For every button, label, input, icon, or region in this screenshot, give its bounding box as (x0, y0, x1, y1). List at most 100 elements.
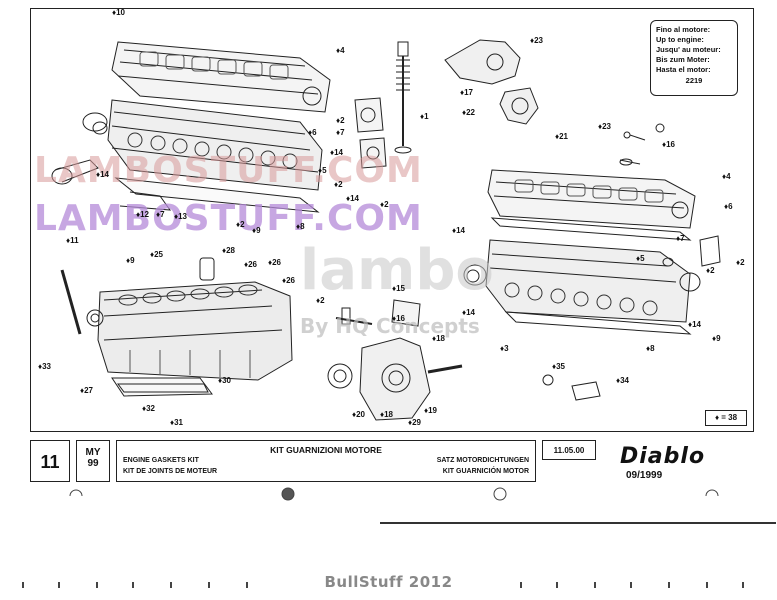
callout-27[interactable]: ♦27 (80, 386, 93, 395)
callout-2a[interactable]: ♦2 (336, 116, 345, 125)
callout-28[interactable]: ♦28 (222, 246, 235, 255)
engine-range-note: Fino al motore: Up to engine: Jusqu' au … (650, 20, 738, 96)
callout-5b[interactable]: ♦5 (636, 254, 645, 263)
callout-26c[interactable]: ♦26 (282, 276, 295, 285)
callout-18b[interactable]: ♦18 (380, 410, 393, 419)
page-number: 11 (30, 440, 70, 482)
engine-block (97, 281, 293, 381)
left-cylinder-head (107, 99, 323, 191)
callout-17[interactable]: ♦17 (460, 88, 473, 97)
model-year-box: MY 99 (76, 440, 110, 482)
callout-9b[interactable]: ♦9 (712, 334, 721, 343)
callout-9a[interactable]: ♦9 (252, 226, 261, 235)
engine-number: 2219 (685, 76, 703, 85)
title-box: KIT GUARNIZIONI MOTORE ENGINE GASKETS KI… (116, 440, 536, 482)
left-head-gasket (114, 177, 320, 213)
callout-34[interactable]: ♦34 (616, 376, 629, 385)
callout-26b[interactable]: ♦26 (268, 258, 281, 267)
callout-30[interactable]: ♦30 (218, 376, 231, 385)
engine-note-line-es: Hasta el motor: (656, 65, 711, 74)
callout-21[interactable]: ♦21 (555, 132, 568, 141)
callout-26a[interactable]: ♦26 (244, 260, 257, 269)
callout-2b[interactable]: ♦2 (334, 180, 343, 189)
watermark-lambostuff-2: LAMBOSTUFF.COM (34, 198, 423, 239)
legend-note: ♦ = 38 (705, 410, 747, 426)
watermark-lambostuff-1: LAMBOSTUFF.COM (34, 150, 423, 191)
callout-14d[interactable]: ♦14 (452, 226, 465, 235)
callout-23[interactable]: ♦23 (530, 36, 543, 45)
callout-7c[interactable]: ♦7 (676, 234, 685, 243)
title-german: SATZ MOTORDICHTUNGEN (436, 457, 529, 464)
tick-mark (630, 582, 632, 588)
callout-31[interactable]: ♦31 (170, 418, 183, 427)
callout-8a[interactable]: ♦8 (296, 222, 305, 231)
callout-7a[interactable]: ♦7 (336, 128, 345, 137)
callout-4b[interactable]: ♦4 (722, 172, 731, 181)
bottom-rule (380, 522, 776, 524)
tick-mark (208, 582, 210, 588)
callout-19[interactable]: ♦19 (424, 406, 437, 415)
callout-14a[interactable]: ♦14 (330, 148, 343, 157)
model-date: 09/1999 (626, 470, 663, 481)
watermark-concepts: By HQ Concepts (300, 314, 480, 338)
callout-2d[interactable]: ♦2 (236, 220, 245, 229)
tick-mark (520, 582, 522, 588)
tick-mark (96, 582, 98, 588)
callout-16b[interactable]: ♦16 (392, 314, 405, 323)
callout-2e[interactable]: ♦2 (736, 258, 745, 267)
tick-mark (58, 582, 60, 588)
title-italian: KIT GUARNIZIONI MOTORE (270, 445, 382, 455)
callout-33[interactable]: ♦33 (38, 362, 51, 371)
callout-2g[interactable]: ♦2 (316, 296, 325, 305)
callout-3[interactable]: ♦3 (500, 344, 509, 353)
tick-mark (170, 582, 172, 588)
callout-15[interactable]: ♦15 (392, 284, 405, 293)
callout-9c[interactable]: ♦9 (126, 256, 135, 265)
callout-2c[interactable]: ♦2 (380, 200, 389, 209)
engine-note-line-en: Up to engine: (656, 35, 704, 44)
callout-4[interactable]: ♦4 (336, 46, 345, 55)
callout-14b[interactable]: ♦14 (96, 170, 109, 179)
right-cam-cover (487, 169, 696, 241)
right-cylinder-head (485, 239, 692, 335)
callout-16a[interactable]: ♦16 (662, 140, 675, 149)
callout-32[interactable]: ♦32 (142, 404, 155, 413)
callout-18a[interactable]: ♦18 (432, 334, 445, 343)
engine-note-line-fr: Jusqu' au moteur: (656, 45, 721, 54)
callout-6b[interactable]: ♦6 (724, 202, 733, 211)
model-year-label: MY (85, 447, 101, 458)
model-name: Diablo (620, 444, 706, 469)
callout-25[interactable]: ♦25 (150, 250, 163, 259)
tick-mark (742, 582, 744, 588)
valve-assembly (394, 41, 412, 154)
front-cover (327, 337, 431, 421)
callout-14f[interactable]: ♦14 (688, 320, 701, 329)
footer-credit: BullStuff 2012 (324, 573, 453, 591)
callout-14e[interactable]: ♦14 (462, 308, 475, 317)
callout-6a[interactable]: ♦6 (308, 128, 317, 137)
left-cam-cover (111, 41, 331, 113)
callout-20[interactable]: ♦20 (352, 410, 365, 419)
callout-8b[interactable]: ♦8 (646, 344, 655, 353)
tick-mark (706, 582, 708, 588)
watermark-lambo: lambo (300, 238, 494, 303)
title-english: ENGINE GASKETS KIT (123, 457, 199, 464)
tick-mark (132, 582, 134, 588)
callout-23b[interactable]: ♦23 (598, 122, 611, 131)
callout-13[interactable]: ♦13 (174, 212, 187, 221)
callout-12[interactable]: ♦12 (136, 210, 149, 219)
callout-11[interactable]: ♦11 (66, 236, 79, 245)
callout-2f[interactable]: ♦2 (706, 266, 715, 275)
callout-10[interactable]: ♦10 (112, 8, 125, 17)
callout-5a[interactable]: ♦5 (318, 166, 327, 175)
callout-35[interactable]: ♦35 (552, 362, 565, 371)
callout-22[interactable]: ♦22 (462, 108, 475, 117)
thermostat-housing (444, 39, 539, 125)
callout-7b[interactable]: ♦7 (156, 210, 165, 219)
diagram-frame (30, 8, 754, 432)
callout-1[interactable]: ♦1 (420, 112, 429, 121)
callout-29[interactable]: ♦29 (408, 418, 421, 427)
callout-14c[interactable]: ♦14 (346, 194, 359, 203)
